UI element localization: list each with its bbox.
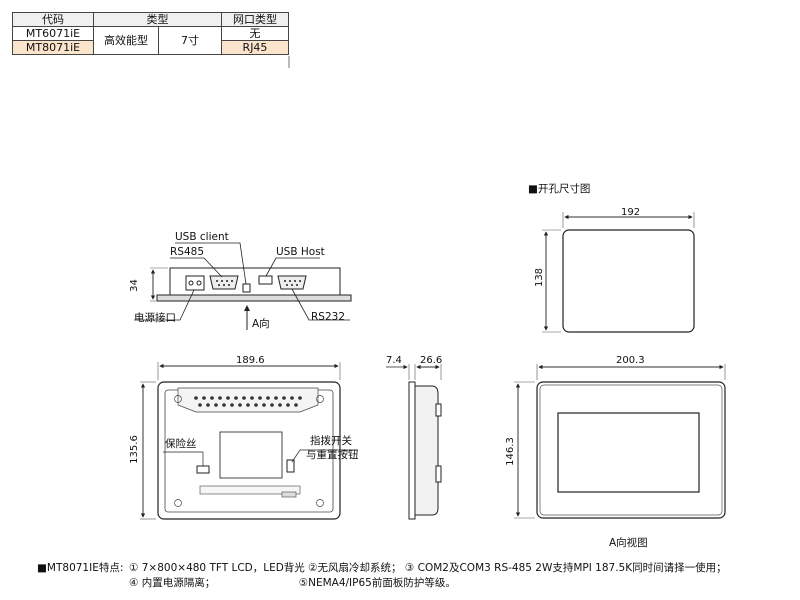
type-cell: 高效能型 — [93, 26, 159, 55]
rs485-label: RS485 — [170, 246, 205, 258]
row-code-2: MT8071iE — [12, 40, 94, 55]
power-port-label: 电源接口 — [134, 312, 176, 324]
front-width-dim: 200.3 — [616, 355, 645, 366]
rs232-port-icon — [277, 275, 307, 290]
back-height-dim: 135.6 — [128, 435, 140, 464]
usb-client-port-icon — [242, 283, 251, 293]
usb-host-label: USB Host — [276, 246, 325, 258]
features-line-1: ① 7×800×480 TFT LCD，LED背光 ②无风扇冷却系统； ③ CO… — [129, 562, 727, 574]
cutout-title: ■开孔尺寸图 — [528, 183, 591, 195]
row-code-1: MT6071iE — [12, 26, 94, 41]
front-view — [514, 364, 726, 519]
power-terminal-icon — [185, 275, 205, 291]
usb-host-port-icon — [258, 275, 273, 285]
lcd-screen — [557, 412, 700, 493]
features-label: ■MT8071IE特点: — [37, 562, 124, 574]
cutout-width-dim: 192 — [621, 207, 641, 218]
rs485-port-icon — [209, 275, 239, 290]
back-width-dim: 189.6 — [236, 355, 265, 366]
cutout-drawing — [542, 212, 695, 333]
fuse-label: 保险丝 — [165, 438, 197, 450]
header-code: 代码 — [12, 12, 94, 27]
row-network-2: RJ45 — [221, 40, 289, 55]
a-direction-label: A向 — [252, 318, 270, 330]
profile-view — [386, 364, 442, 520]
bezel-dim: 7.4 — [386, 355, 402, 366]
features-line-2: ④ 内置电源隔离； ⑤NEMA4/IP65前面板防护等级。 — [129, 577, 456, 589]
dip-switch-icon — [286, 459, 295, 473]
side-view — [134, 242, 352, 330]
dip-switch-label: 指拨开关 — [310, 435, 352, 447]
header-network: 网口类型 — [221, 12, 289, 27]
side-height-dim: 34 — [128, 279, 140, 292]
rs232-label: RS232 — [311, 311, 346, 323]
spec-table: 代码 类型 网口类型 MT6071iE 高效能型 7寸 无 MT8071iE R… — [12, 12, 289, 55]
label-plate — [219, 431, 283, 479]
reset-button-label: 与重置按钮 — [306, 449, 359, 461]
depth-dim: 26.6 — [420, 355, 443, 366]
front-view-caption: A向视图 — [609, 537, 648, 549]
back-view — [140, 362, 358, 520]
front-height-dim: 146.3 — [504, 437, 516, 466]
usb-client-label: USB client — [175, 231, 229, 243]
cutout-height-dim: 138 — [534, 267, 546, 288]
fuse-icon — [196, 465, 210, 474]
